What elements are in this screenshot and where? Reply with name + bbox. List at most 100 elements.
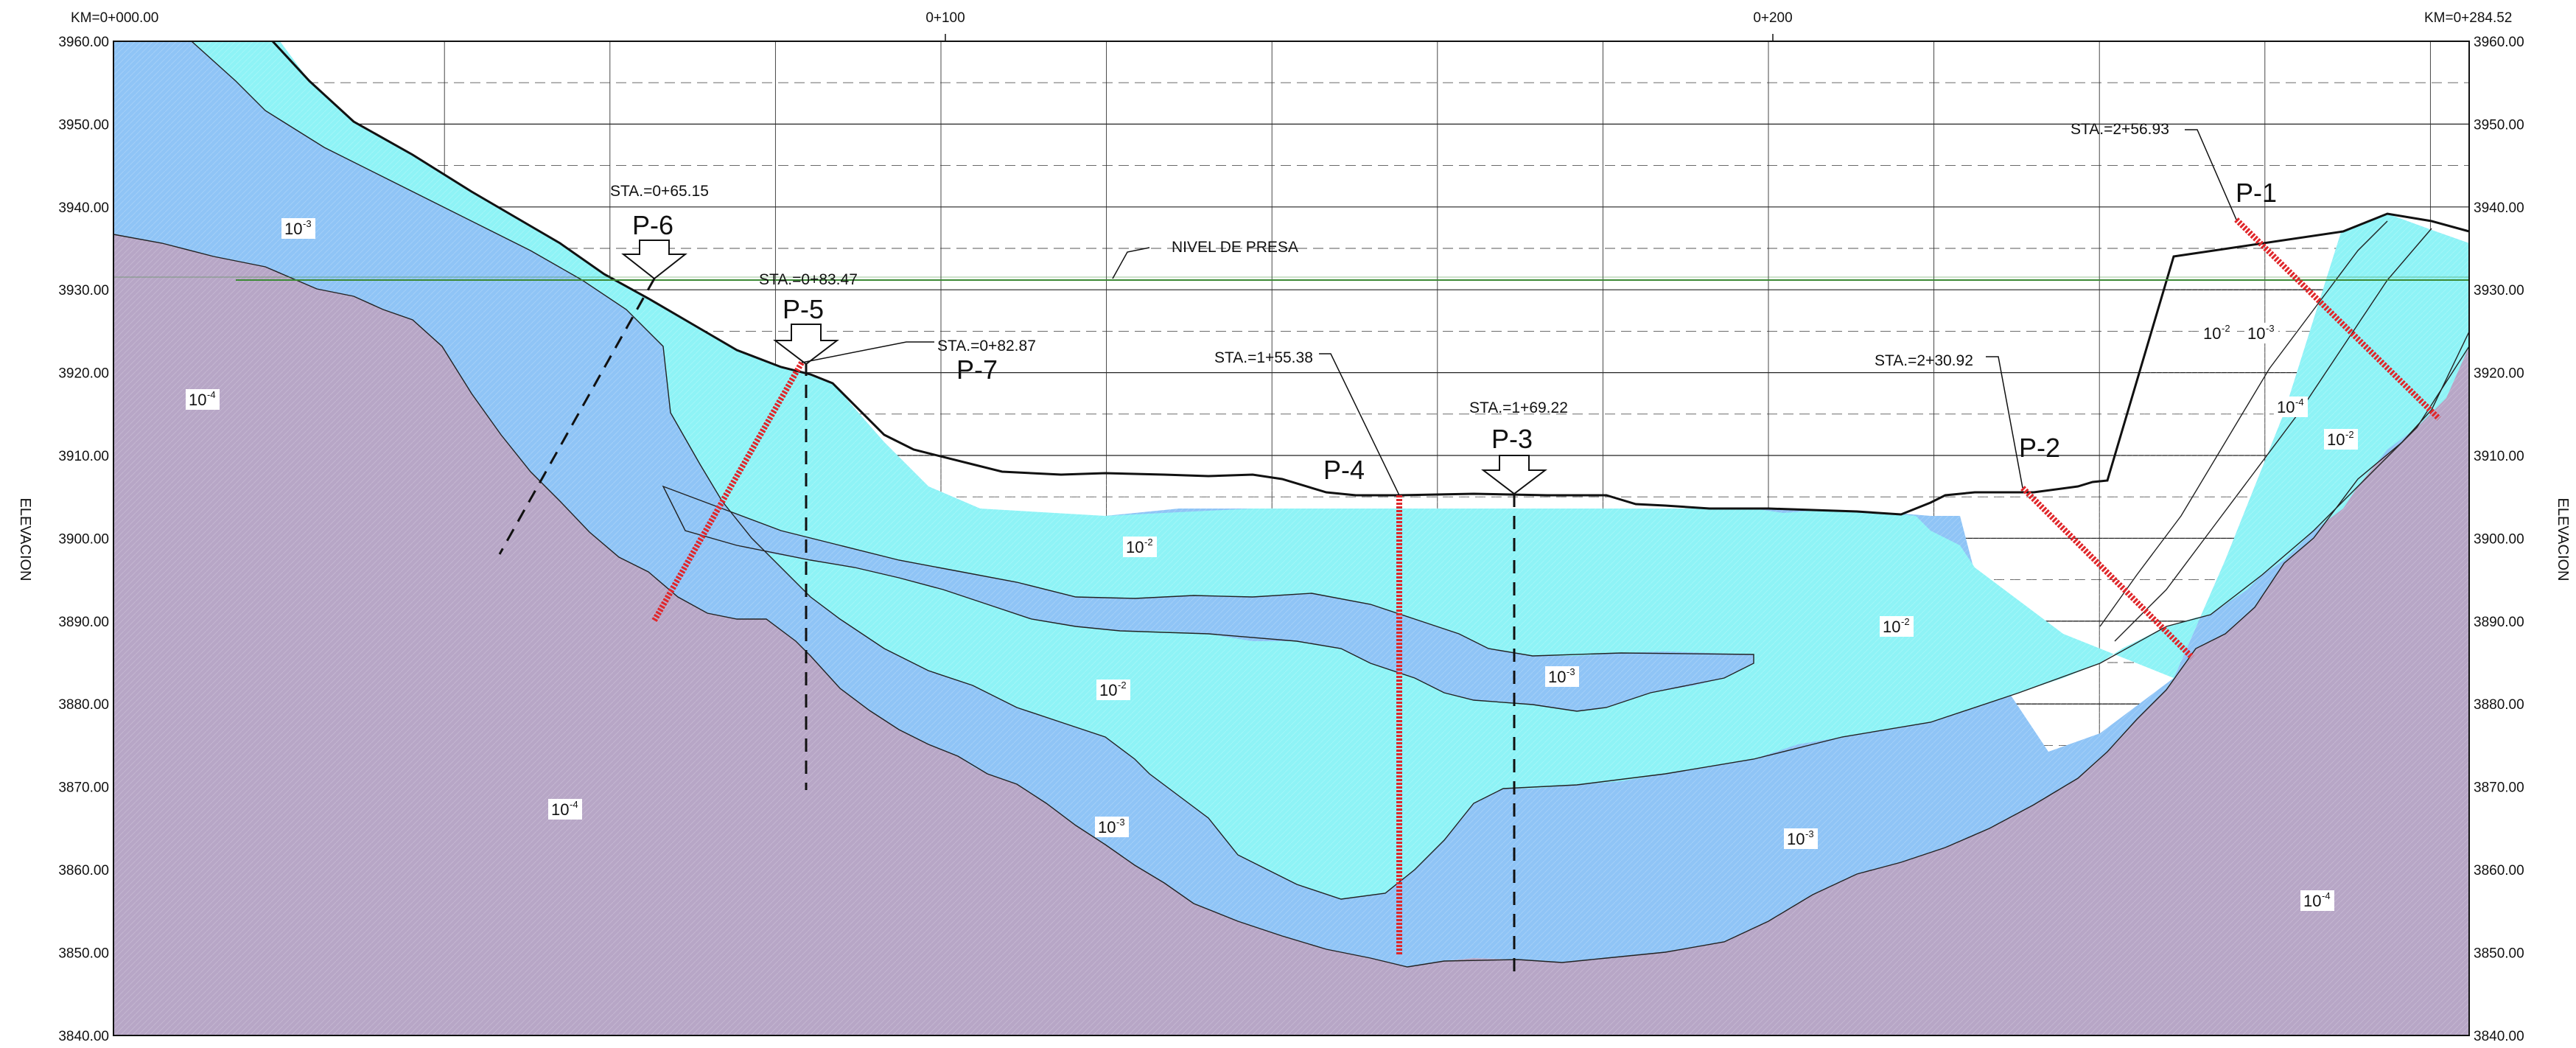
permeability-value: 10: [189, 391, 206, 409]
permeability-label: 10-2: [2324, 429, 2358, 450]
permeability-label: 10-4: [2274, 397, 2308, 417]
permeability-label-bg: [1880, 616, 1914, 637]
station-labels: STA.=0+65.15 STA.=0+83.47 STA.=0+82.87 S…: [610, 121, 2169, 416]
borehole-p2-name: P-2: [2019, 433, 2060, 463]
station-p4: STA.=1+55.38: [1214, 349, 1313, 366]
elevation-label-left: 3840.00: [58, 1029, 109, 1044]
elevation-label-right: 3880.00: [2474, 697, 2524, 713]
station-p3: STA.=1+69.22: [1469, 399, 1568, 416]
right-axis-title: ELEVACION: [2555, 498, 2571, 581]
permeability-value: 10: [284, 220, 302, 238]
elevation-label-left: 3950.00: [58, 117, 109, 133]
permeability-label-bg: [2200, 323, 2234, 343]
borehole-p1-name: P-1: [2236, 178, 2277, 208]
borehole-names: P-6 P-5 P-7 P-4 P-3 P-2 P-1: [632, 178, 2277, 485]
permeability-exponent: -2: [2345, 429, 2354, 440]
permeability-label-bg: [1545, 666, 1579, 687]
elevation-label-right: 3920.00: [2474, 366, 2524, 382]
elevation-label-left: 3910.00: [58, 449, 109, 464]
permeability-label-bg: [281, 218, 315, 239]
permeability-label-bg: [1123, 537, 1157, 557]
mid-stations: 0+100 0+200: [925, 10, 1793, 41]
elevation-label-right: 3850.00: [2474, 946, 2524, 961]
permeability-value: 10: [2277, 398, 2295, 416]
elevation-label-left: 3890.00: [58, 615, 109, 630]
permeability-labels: 10-310-410-410-210-210-310-310-310-210-2…: [186, 218, 2358, 911]
permeability-exponent: -3: [1567, 666, 1575, 677]
permeability-exponent: -2: [1144, 537, 1153, 548]
station-p2: STA.=2+30.92: [1875, 352, 1973, 369]
elevation-label-right: 3910.00: [2474, 449, 2524, 464]
station-tick-label: 0+100: [925, 10, 965, 26]
permeability-label-bg: [1096, 680, 1130, 700]
elevation-label-left: 3920.00: [58, 366, 109, 382]
permeability-label: 10-2: [2200, 323, 2234, 343]
borehole-p4-name: P-4: [1323, 455, 1365, 485]
arrow-p6: [621, 240, 687, 280]
permeability-value: 10: [1098, 818, 1116, 836]
permeability-label: 10-4: [548, 799, 582, 820]
permeability-label-bg: [2274, 397, 2308, 417]
borings: [498, 217, 2441, 976]
permeability-value: 10: [1883, 618, 1900, 636]
elevation-label-right: 3840.00: [2474, 1029, 2524, 1044]
permeability-value: 10: [2327, 430, 2345, 449]
station-p7: STA.=0+82.87: [937, 338, 1036, 354]
permeability-exponent: -3: [303, 218, 312, 229]
borehole-p5-name: P-5: [783, 294, 824, 324]
permeability-exponent: -3: [1116, 817, 1125, 828]
permeability-label: 10-4: [2300, 890, 2334, 911]
elevation-label-left: 3930.00: [58, 283, 109, 298]
permeability-label-bg: [1095, 817, 1129, 837]
elevation-label-left: 3850.00: [58, 946, 109, 961]
permeability-label: 10-2: [1096, 680, 1130, 700]
station-p6: STA.=0+65.15: [610, 183, 709, 200]
leader-lines: [801, 129, 2237, 496]
permeability-label: 10-3: [1545, 666, 1579, 687]
permeability-value: 10: [551, 800, 569, 819]
permeability-value: 10: [1126, 538, 1144, 556]
permeability-exponent: -3: [1805, 828, 1814, 839]
permeability-label-bg: [186, 389, 220, 410]
permeability-exponent: -4: [2322, 890, 2331, 901]
elevation-label-right: 3960.00: [2474, 35, 2524, 50]
elevation-label-right: 3940.00: [2474, 200, 2524, 216]
permeability-label: 10-2: [1880, 616, 1914, 637]
elevation-label-left: 3880.00: [58, 697, 109, 713]
station-p5: STA.=0+83.47: [759, 271, 858, 288]
boring-p2-line: [2020, 486, 2194, 660]
borehole-p6-name: P-6: [632, 210, 673, 240]
permeability-value: 10: [2303, 892, 2321, 910]
permeability-label-bg: [1784, 828, 1818, 849]
elevation-label-left: 3860.00: [58, 863, 109, 878]
elevation-label-left: 3900.00: [58, 531, 109, 547]
permeability-value: 10: [2203, 324, 2221, 343]
left-axis-title: ELEVACION: [17, 498, 33, 581]
borehole-p3-name: P-3: [1491, 424, 1533, 454]
borehole-p7-name: P-7: [956, 354, 998, 385]
elevation-label-right: 3930.00: [2474, 283, 2524, 298]
permeability-label: 10-3: [1784, 828, 1818, 849]
dam-level-label: NIVEL DE PRESA: [1172, 239, 1298, 256]
elevation-label-right: 3860.00: [2474, 863, 2524, 878]
station-tick-label: 0+200: [1753, 10, 1792, 26]
elevation-label-left: 3940.00: [58, 200, 109, 216]
elevation-label-right: 3900.00: [2474, 531, 2524, 547]
permeability-exponent: -2: [2222, 323, 2230, 334]
sky-mask: [113, 41, 2469, 514]
boring-p7-line: [651, 361, 805, 622]
arrow-p5: [773, 324, 839, 366]
permeability-label: 10-3: [2244, 323, 2278, 343]
permeability-label: 10-3: [1095, 817, 1129, 837]
permeability-exponent: -2: [1901, 616, 1910, 627]
permeability-label: 10-2: [1123, 537, 1157, 557]
permeability-label-bg: [2244, 323, 2278, 343]
permeability-label: 10-3: [281, 218, 315, 239]
elevation-label-right: 3870.00: [2474, 780, 2524, 796]
plot-frame: [113, 41, 2470, 1036]
permeability-exponent: -2: [1118, 680, 1127, 691]
km-start-label: KM=0+000.00: [71, 10, 158, 26]
permeability-label-bg: [548, 799, 582, 820]
